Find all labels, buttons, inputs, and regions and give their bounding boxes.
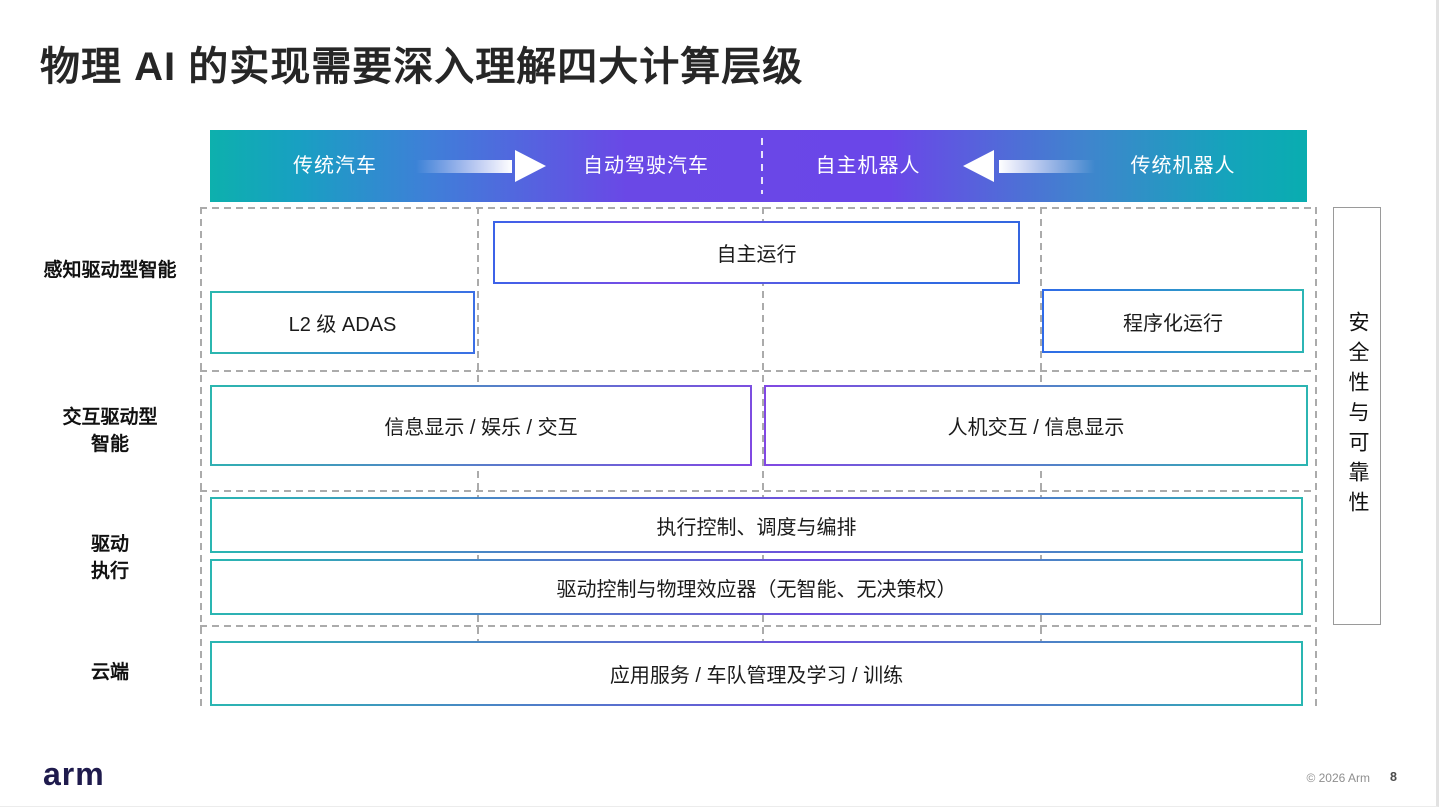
flow-bar: 传统汽车 自动驾驶汽车 自主机器人 传统机器人 (210, 130, 1307, 202)
box-drive-control: 驱动控制与物理效应器（无智能、无决策权） (210, 559, 1303, 615)
box-l2-adas: L2 级 ADAS (210, 291, 475, 354)
arm-logo: arm (43, 756, 105, 792)
grid-vline-center (762, 207, 764, 710)
flow-label-autonomous-car: 自动驾驶汽车 (583, 155, 709, 177)
page-number: 8 (1390, 770, 1397, 784)
arrow-head (963, 150, 994, 182)
copyright-text: © 2026 Arm (1306, 771, 1370, 785)
grid-hline-2 (200, 370, 1315, 372)
row-label-interaction: 交互驱动型 智能 (62, 407, 158, 455)
grid-hline-3 (200, 490, 1315, 492)
grid-hline-top (200, 207, 1315, 209)
grid-vline-right (1315, 207, 1317, 710)
flow-label-traditional-car: 传统汽车 (293, 155, 377, 177)
row-label-cloud: 云端 (90, 662, 129, 683)
arrow-left-icon (963, 130, 1095, 202)
box-infotainment: 信息显示 / 娱乐 / 交互 (210, 385, 752, 466)
grid-hline-4 (200, 625, 1315, 627)
box-programmed-operation: 程序化运行 (1042, 289, 1304, 353)
box-execution-control: 执行控制、调度与编排 (210, 497, 1303, 553)
row-label-actuation: 驱动 执行 (90, 534, 129, 582)
safety-reliability-rail: 安全性与可靠性 (1333, 207, 1381, 625)
box-cloud-services: 应用服务 / 车队管理及学习 / 训练 (210, 641, 1303, 706)
arrow-head (515, 150, 546, 182)
grid-vline-left (200, 207, 202, 710)
arrow-right-icon (416, 130, 546, 202)
page-title: 物理 AI 的实现需要深入理解四大计算层级 (40, 45, 804, 89)
flow-label-traditional-robot: 传统机器人 (1130, 155, 1236, 177)
box-autonomous-operation: 自主运行 (493, 221, 1020, 284)
safety-rail-label: 安全性与可靠性 (1346, 311, 1369, 521)
flow-label-autonomous-robot: 自主机器人 (815, 155, 921, 177)
arrow-tail (416, 160, 512, 173)
box-hmi: 人机交互 / 信息显示 (764, 385, 1308, 466)
arrow-tail (999, 160, 1095, 173)
flow-bar-divider (761, 138, 763, 194)
row-label-perception: 感知驱动型智能 (43, 260, 177, 281)
